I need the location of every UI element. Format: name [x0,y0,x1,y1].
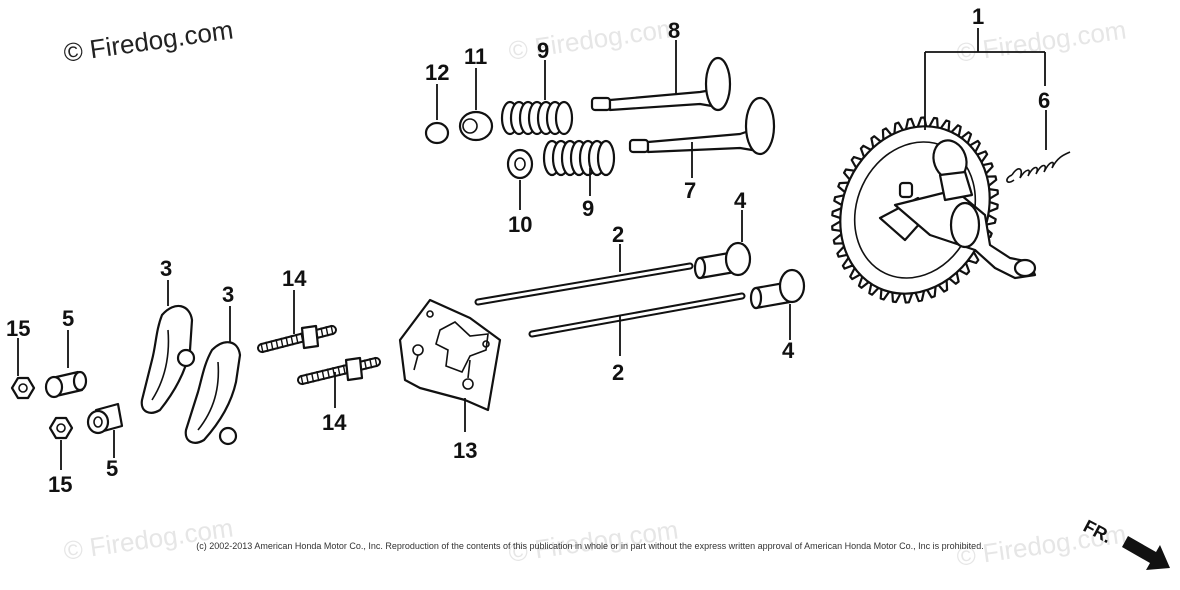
watermark-text: © Firedog.com [507,12,680,65]
pivot-nut-lower [86,402,124,458]
stud-thread [305,373,309,384]
stud-thread [374,356,378,368]
stud-thread [280,337,284,348]
watermark-text: © Firedog.com [62,512,235,565]
valve-cap-12 [424,84,450,145]
callout-11: 11 [464,44,487,69]
valve-spring-upper [500,100,574,136]
callout-4: 4 [782,338,795,363]
stud-thread [260,342,264,354]
stud-thread [310,372,315,383]
lock-nut-upper [10,338,36,400]
stud-thread [295,333,299,345]
rocker-stud-lower [297,356,381,386]
stud-thread [270,340,274,351]
spring-coil [596,139,616,177]
push-rod-upper [474,244,694,306]
stud-thread [290,335,294,346]
tappet-lower [749,268,806,340]
rocker-stud-upper [257,324,337,354]
callout-9: 9 [537,38,549,63]
stud-thread [320,327,324,338]
callout-5: 5 [106,456,118,481]
tappet-upper [693,210,752,280]
callout-2: 2 [612,222,624,247]
valve-spring-lower [542,139,616,177]
callout-15: 15 [48,472,72,497]
stud-thread [325,326,329,337]
leader-1 [924,28,1046,130]
valve-8 [590,40,732,112]
stud-thread [363,359,368,370]
callout-15: 15 [6,316,30,341]
callout-7: 7 [684,178,696,203]
push-rod-lower [528,292,746,356]
stud-thread [326,368,331,379]
stud-collar [344,356,364,382]
callout-3: 3 [160,256,172,281]
stud-thread [300,374,304,386]
stud-thread [316,371,320,382]
camshaft-gear [831,116,1037,304]
pivot-nut-upper [44,330,88,399]
callout-5: 5 [62,306,74,331]
stud-thread [342,364,346,375]
callout-6: 6 [1038,88,1050,113]
stud-thread [321,369,325,380]
callout-1: 1 [972,4,984,29]
callout-3: 3 [222,282,234,307]
lock-nut-lower [48,416,74,470]
decompressor-spring [1006,110,1071,183]
valve-7 [628,96,776,178]
stud-thread [369,358,373,369]
callout-14: 14 [322,410,347,435]
callout-2: 2 [612,360,624,385]
stud-thread [330,324,334,336]
rocker-arm-left [140,280,196,414]
copyright-text: (c) 2002-2013 American Honda Motor Co., … [196,541,983,551]
stud-thread [337,365,341,377]
push-rod-guide-plate [398,298,502,432]
spring-coil [554,100,574,136]
watermark-top-left: © Firedog.com [62,14,235,67]
callout-numbers: 1 2 2 3 3 4 4 5 5 6 7 8 9 9 10 11 12 13 … [6,4,1050,497]
spring-retainer-10 [506,148,534,210]
stud-thread [275,339,279,350]
rocker-arm-right [184,306,242,446]
stud-thread [265,341,269,352]
front-arrow-icon [1122,536,1170,570]
stud-collar [300,324,320,350]
valve-seat-11 [458,68,494,142]
callout-10: 10 [508,212,532,237]
stud-thread [285,336,289,347]
callout-12: 12 [425,60,449,85]
callout-9: 9 [582,196,594,221]
callout-8: 8 [668,18,680,43]
callout-13: 13 [453,438,477,463]
callout-14: 14 [282,266,307,291]
callout-4: 4 [734,188,747,213]
